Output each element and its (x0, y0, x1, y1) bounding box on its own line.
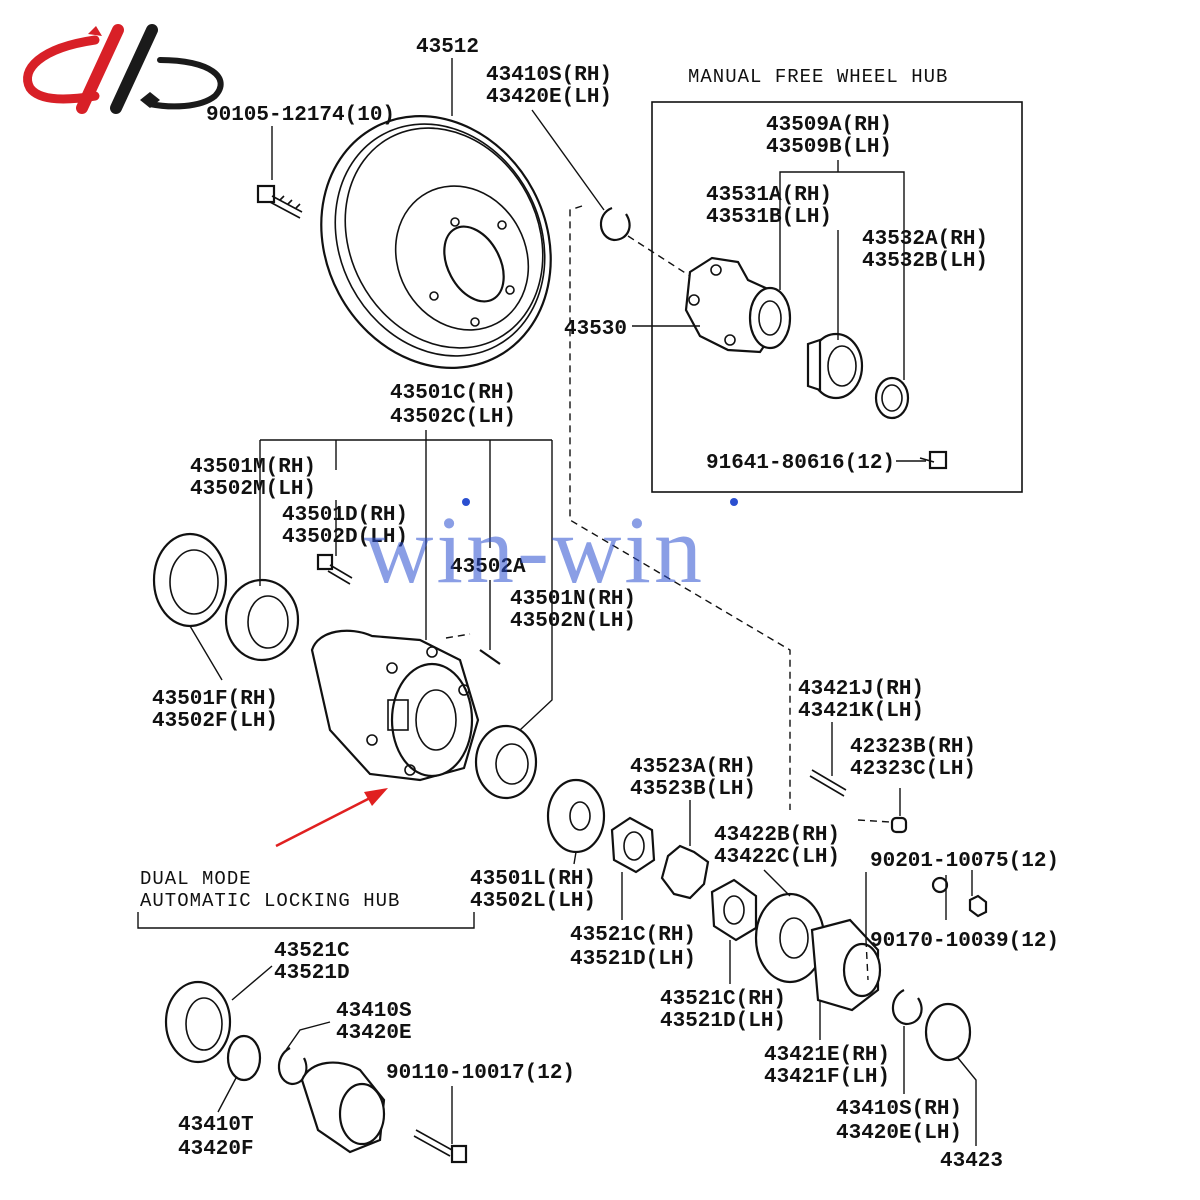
label-43502l: 43502L(LH) (470, 890, 596, 913)
flange-nut (968, 894, 988, 918)
manual-hub-body (684, 256, 792, 354)
label-43502a: 43502A (450, 556, 526, 579)
label-43501l: 43501L(RH) (470, 868, 596, 891)
leader-lines (137, 58, 977, 1146)
watermark-dot-right (730, 498, 738, 506)
label-43512: 43512 (416, 36, 479, 59)
cone-washer (890, 816, 908, 834)
outer-bearing (474, 724, 538, 800)
free-wheel-body (810, 918, 882, 1012)
label-43531a: 43531A(RH) (706, 184, 832, 207)
label-43420e: 43420E (336, 1022, 412, 1045)
lock-nut (610, 816, 656, 874)
lock-washer (660, 844, 710, 900)
label-90170: 90170-10039(12) (870, 930, 1059, 953)
label-43521d: 43521D (274, 962, 350, 985)
hub-flange (754, 892, 826, 984)
label-43532b: 43532B(LH) (862, 250, 988, 273)
o-ring (874, 376, 910, 420)
label-43509b: 43509B(LH) (766, 136, 892, 159)
label-90201: 90201-10075(12) (870, 850, 1059, 873)
dual-mode-title-line1: DUAL MODE (140, 868, 252, 890)
claw-washer (546, 778, 606, 854)
label-43521c-rh-2: 43521C(RH) (660, 988, 786, 1011)
label-43502n: 43502N(LH) (510, 610, 636, 633)
label-43502f: 43502F(LH) (152, 710, 278, 733)
label-43502m: 43502M(LH) (190, 478, 316, 501)
adjust-nut (710, 878, 758, 942)
label-43501m: 43501M(RH) (190, 456, 316, 479)
watermark-dot-left (462, 498, 470, 506)
hub-stud (316, 553, 353, 585)
flange-stud (809, 769, 847, 797)
disc-bolt (256, 184, 303, 219)
clutch-gear (806, 332, 864, 400)
dual-mode-snap-ring (277, 1047, 308, 1086)
dual-mode-hub-body (300, 1061, 386, 1154)
label-43521c-rh-1: 43521C(RH) (570, 924, 696, 947)
label-43501c: 43501C(RH) (390, 382, 516, 405)
label-43421e: 43421E(RH) (764, 1044, 890, 1067)
label-43509a: 43509A(RH) (766, 114, 892, 137)
label-42323c: 42323C(LH) (850, 758, 976, 781)
label-43502d: 43502D(LH) (282, 526, 408, 549)
manual-hub-box (651, 101, 1023, 493)
oil-seal (152, 532, 228, 628)
label-43420e-lh: 43420E(LH) (486, 86, 612, 109)
label-42323b: 42323B(RH) (850, 736, 976, 759)
grease-cap (924, 1002, 972, 1062)
label-43521c: 43521C (274, 940, 350, 963)
label-43523a: 43523A(RH) (630, 756, 756, 779)
label-43523b: 43523B(LH) (630, 778, 756, 801)
label-90110: 90110-10017(12) (386, 1062, 575, 1085)
inner-bearing (224, 578, 300, 662)
label-43530: 43530 (564, 318, 627, 341)
part-labels: 43512 90105-12174(10) 43410S(RH) 43420E(… (152, 36, 1059, 1173)
label-43501n: 43501N(RH) (510, 588, 636, 611)
label-43420f: 43420F (178, 1138, 254, 1161)
label-43421k: 43421K(LH) (798, 700, 924, 723)
label-43531b: 43531B(LH) (706, 206, 832, 229)
brand-logo (23, 24, 224, 114)
label-43410s-rh: 43410S(RH) (486, 64, 612, 87)
manual-hub-title: MANUAL FREE WHEEL HUB (688, 66, 948, 88)
alignment-dashes (445, 205, 891, 981)
label-43422c: 43422C(LH) (714, 846, 840, 869)
dual-mode-title-line2: AUTOMATIC LOCKING HUB (140, 890, 400, 912)
label-43410s: 43410S (336, 1000, 412, 1023)
snap-ring-top (599, 206, 631, 242)
snap-ring-bottom (891, 989, 923, 1026)
label-43410s-rh-2: 43410S(RH) (836, 1098, 962, 1121)
label-43421j: 43421J(RH) (798, 678, 924, 701)
label-43420e-lh-2: 43420E(LH) (836, 1122, 962, 1145)
label-43501f: 43501F(RH) (152, 688, 278, 711)
watermark: win-win (364, 496, 705, 603)
label-43501d: 43501D(RH) (282, 504, 408, 527)
dual-mode-bolt (413, 1129, 468, 1164)
plain-washer (931, 876, 949, 894)
label-43521d-lh-1: 43521D(LH) (570, 948, 696, 971)
axle-hub (310, 629, 480, 782)
label-43410t: 43410T (178, 1114, 254, 1137)
brake-disc (320, 115, 552, 369)
label-43423: 43423 (940, 1150, 1003, 1173)
label-90105: 90105-12174(10) (206, 104, 395, 127)
label-91641: 91641-80616(12) (706, 452, 895, 475)
dual-mode-gear (164, 980, 232, 1064)
dual-mode-ring (226, 1034, 262, 1082)
manual-hub-bolt (919, 450, 948, 470)
label-43421f: 43421F(LH) (764, 1066, 890, 1089)
label-43532a: 43532A(RH) (862, 228, 988, 251)
label-43422b: 43422B(RH) (714, 824, 840, 847)
label-43502c: 43502C(LH) (390, 406, 516, 429)
label-43521d-lh-2: 43521D(LH) (660, 1010, 786, 1033)
hub-pin (479, 649, 501, 665)
red-arrow (275, 788, 388, 848)
